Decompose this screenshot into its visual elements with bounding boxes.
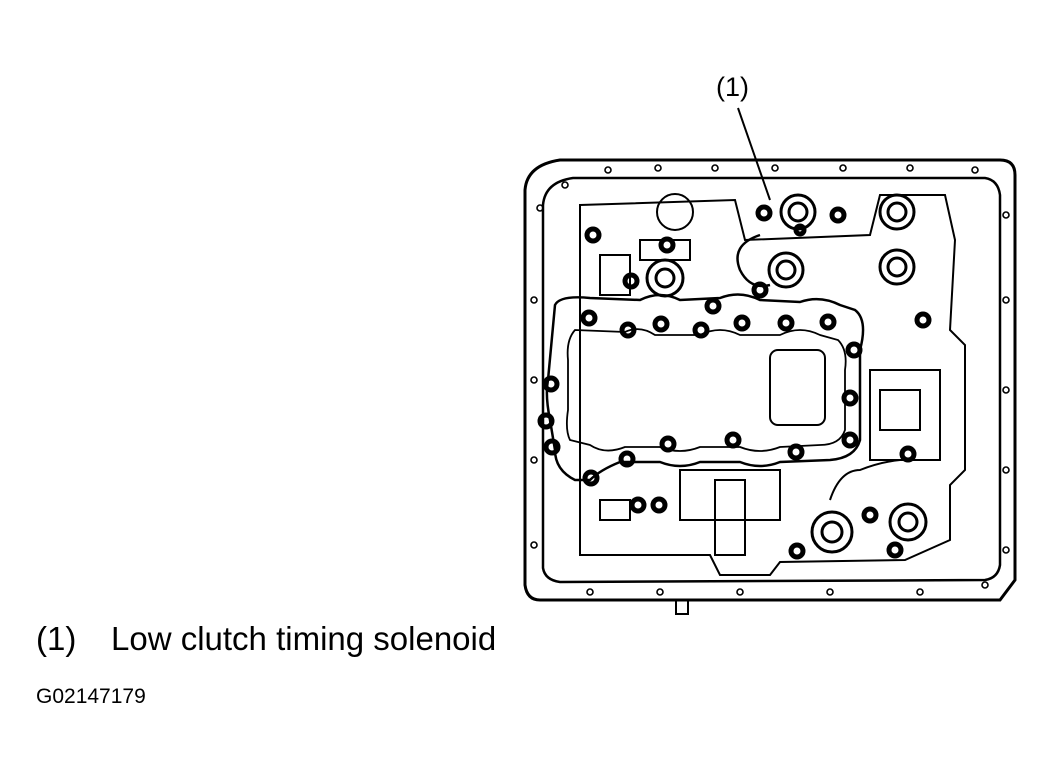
- lower-valves: [599, 239, 941, 556]
- gasket-inner: [565, 328, 847, 452]
- callout-leader: [737, 107, 771, 201]
- rim-holes: [530, 164, 1010, 596]
- callout-label: (1): [716, 72, 749, 102]
- accumulator: [656, 193, 694, 231]
- figure-id: G02147179: [36, 685, 146, 708]
- valve-body-plate: [579, 194, 966, 576]
- legend-item: (1) Low clutch timing solenoid: [36, 620, 496, 658]
- wire-harness-lower: [829, 459, 901, 501]
- wire-harness: [736, 233, 771, 288]
- solenoids: [645, 193, 928, 554]
- legend-number: (1): [36, 620, 77, 657]
- housing-inner: [541, 176, 1002, 584]
- gasket-plate: [545, 293, 865, 482]
- gasket-window: [769, 349, 826, 426]
- housing-outline: [523, 158, 1017, 602]
- legend-text: Low clutch timing solenoid: [111, 620, 497, 657]
